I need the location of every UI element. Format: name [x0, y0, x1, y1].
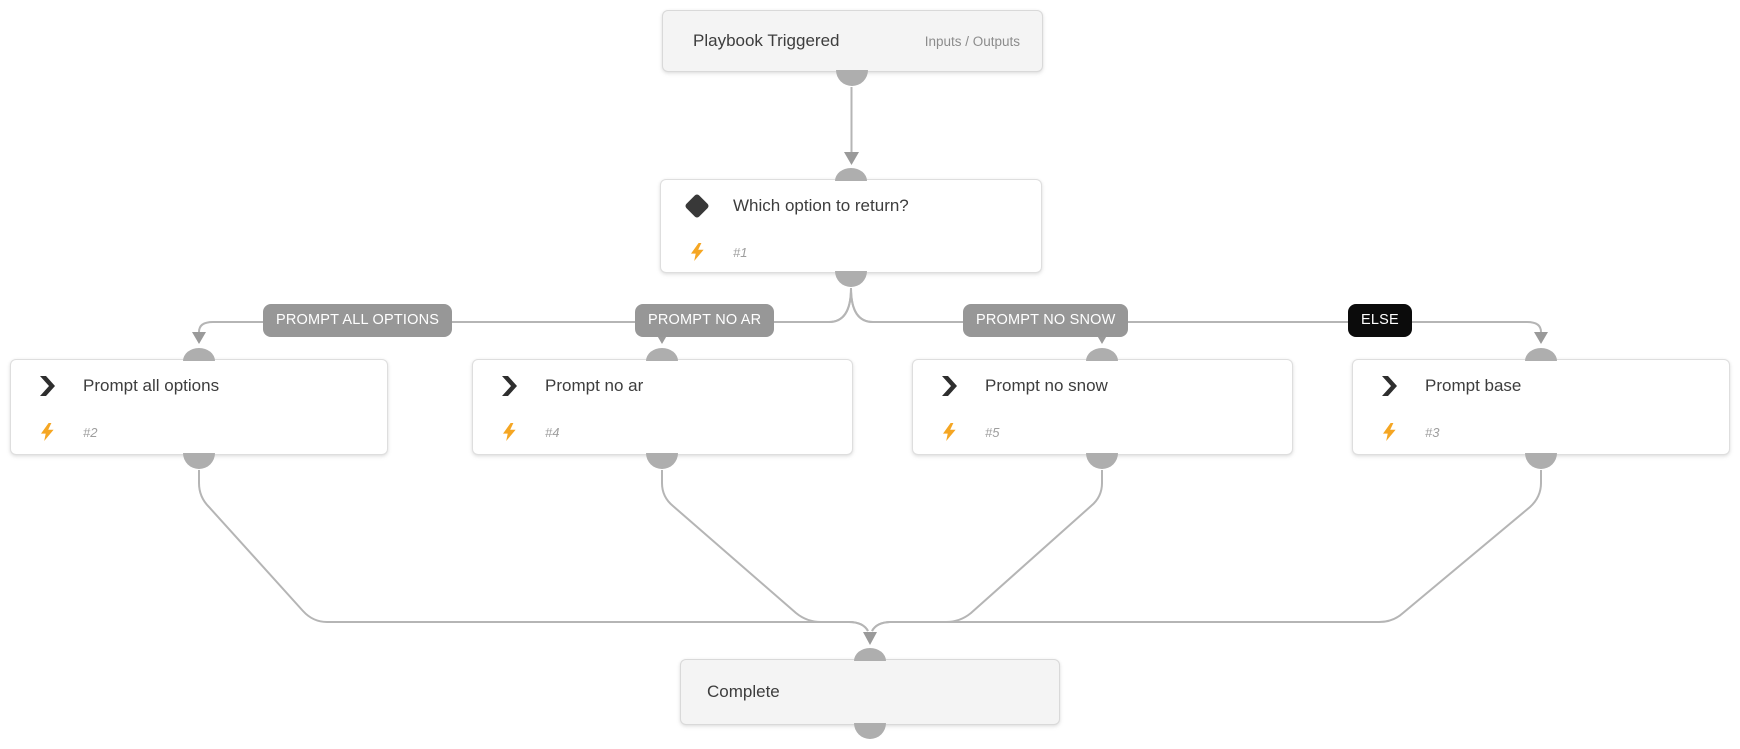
action-node-prompt-no-snow[interactable]: Prompt no snow #5	[912, 359, 1293, 455]
lightning-bolt-icon	[11, 423, 83, 441]
action-node-title: Prompt base	[1425, 376, 1522, 395]
prompt-chevron-icon	[11, 376, 83, 396]
lightning-bolt-icon	[661, 243, 733, 261]
edge-prompt-base-to-complete	[871, 470, 1542, 632]
action-node-number: #2	[83, 424, 98, 440]
end-node[interactable]: Complete	[680, 659, 1060, 725]
decision-node-title: Which option to return?	[733, 196, 909, 215]
lightning-bolt-icon	[913, 423, 985, 441]
edge-branch-else	[850, 287, 1542, 333]
edge-prompt-no-ar-to-complete	[661, 470, 869, 632]
action-node-prompt-no-ar[interactable]: Prompt no ar #4	[472, 359, 853, 455]
lightning-bolt-icon	[473, 423, 545, 441]
start-node-title: Playbook Triggered	[693, 31, 840, 50]
decision-node[interactable]: Which option to return? #1	[660, 179, 1042, 273]
prompt-chevron-icon	[473, 376, 545, 396]
start-node[interactable]: Playbook Triggered Inputs / Outputs	[662, 10, 1043, 72]
edge-prompt-all-options-to-complete	[198, 470, 869, 632]
branch-label-prompt-no-ar[interactable]: PROMPT NO AR	[635, 304, 775, 337]
branch-label-prompt-all-options[interactable]: PROMPT ALL OPTIONS	[263, 304, 453, 337]
action-node-prompt-all-options[interactable]: Prompt all options #2	[10, 359, 388, 455]
end-node-title: Complete	[707, 682, 780, 701]
action-node-title: Prompt all options	[83, 376, 220, 395]
prompt-chevron-icon	[913, 376, 985, 396]
inputs-outputs-link[interactable]: Inputs / Outputs	[924, 33, 1020, 49]
branch-label-else[interactable]: ELSE	[1348, 304, 1412, 337]
action-node-number: #3	[1425, 424, 1440, 440]
edge-prompt-no-snow-to-complete	[871, 470, 1103, 632]
action-node-title: Prompt no snow	[985, 376, 1108, 395]
action-node-title: Prompt no ar	[545, 376, 644, 395]
action-node-prompt-base[interactable]: Prompt base #3	[1352, 359, 1730, 455]
action-node-number: #5	[985, 424, 1000, 440]
decision-diamond-icon	[661, 193, 733, 219]
action-node-number: #4	[545, 424, 560, 440]
decision-node-number: #1	[733, 244, 748, 260]
lightning-bolt-icon	[1353, 423, 1425, 441]
prompt-chevron-icon	[1353, 376, 1425, 396]
branch-label-prompt-no-snow[interactable]: PROMPT NO SNOW	[963, 304, 1129, 337]
